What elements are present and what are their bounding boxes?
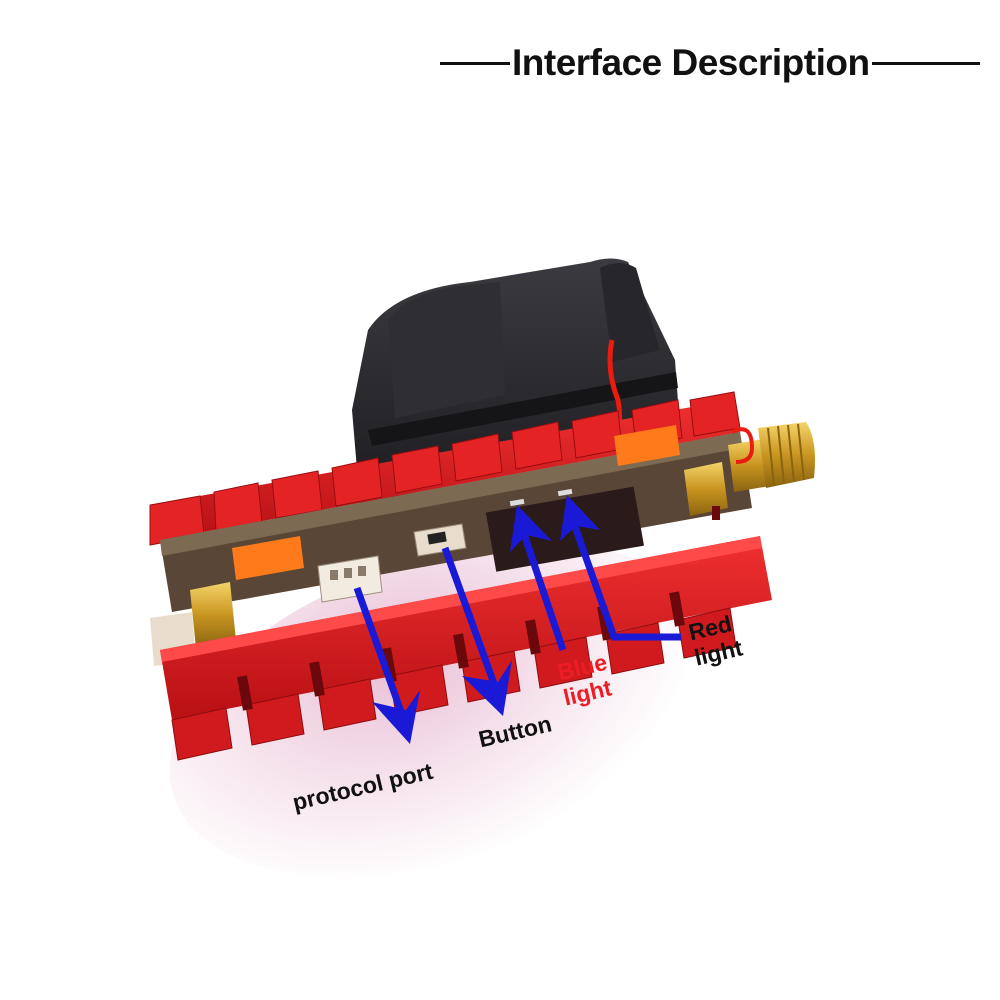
header: Interface Description [440, 38, 980, 88]
annotation-arrows [353, 495, 681, 744]
button-arrow [441, 546, 501, 694]
protocol-port-connector [317, 555, 383, 603]
upper-heatsink [149, 391, 741, 546]
sma-antenna-connector [728, 422, 815, 492]
red-light-arrowhead [560, 495, 600, 541]
blue-light-arrow [518, 526, 567, 652]
title-rule-left [440, 61, 510, 65]
title-rule-right [871, 61, 980, 65]
red-light-arrow [568, 516, 681, 641]
protocol-port-arrowhead [372, 690, 420, 744]
button-arrowhead [462, 660, 512, 716]
page-title: Interface Description [512, 42, 870, 83]
protocol-port-arrow [353, 586, 408, 722]
blue-light-arrowhead [510, 505, 552, 552]
red-led [557, 488, 573, 497]
blue-led [509, 498, 525, 507]
push-button [413, 523, 467, 557]
